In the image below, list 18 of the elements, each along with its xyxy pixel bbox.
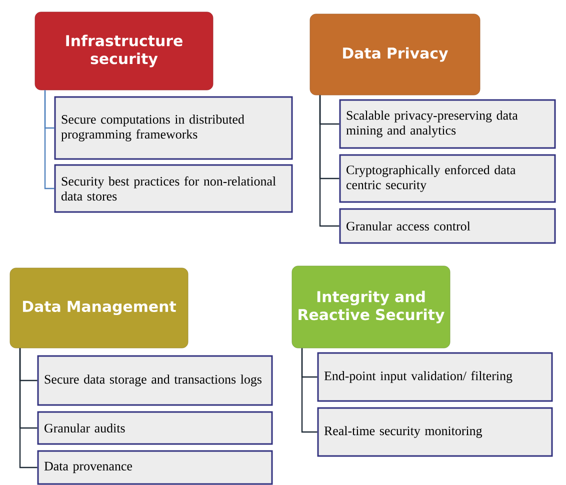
connector-line — [44, 90, 54, 190]
item-box: Secure computations in distributed programming frameworks — [54, 96, 293, 160]
item-box: Granular access control — [339, 208, 556, 244]
item-box: Granular audits — [37, 411, 273, 445]
item-box: Data provenance — [37, 450, 273, 485]
category-box: Infrastructure security — [34, 12, 214, 90]
item-box: Scalable privacy-preserving data mining and analytics — [339, 99, 556, 149]
category-box: Integrity and Reactive Security — [292, 266, 450, 348]
item-box: End-point input validation/ filtering — [317, 352, 553, 402]
category-box: Data Management — [10, 268, 188, 348]
connector-line — [301, 348, 318, 433]
category-box: Data Privacy — [310, 14, 480, 96]
item-box: Real-time security monitoring — [317, 407, 553, 457]
item-box: Secure data storage and transactions logs — [37, 355, 273, 406]
item-box: Cryptographically enforced data centric security — [339, 154, 556, 203]
connector-line — [19, 348, 38, 468]
item-box: Security best practices for non-relational data stores — [54, 164, 293, 213]
connector-line — [319, 95, 340, 227]
